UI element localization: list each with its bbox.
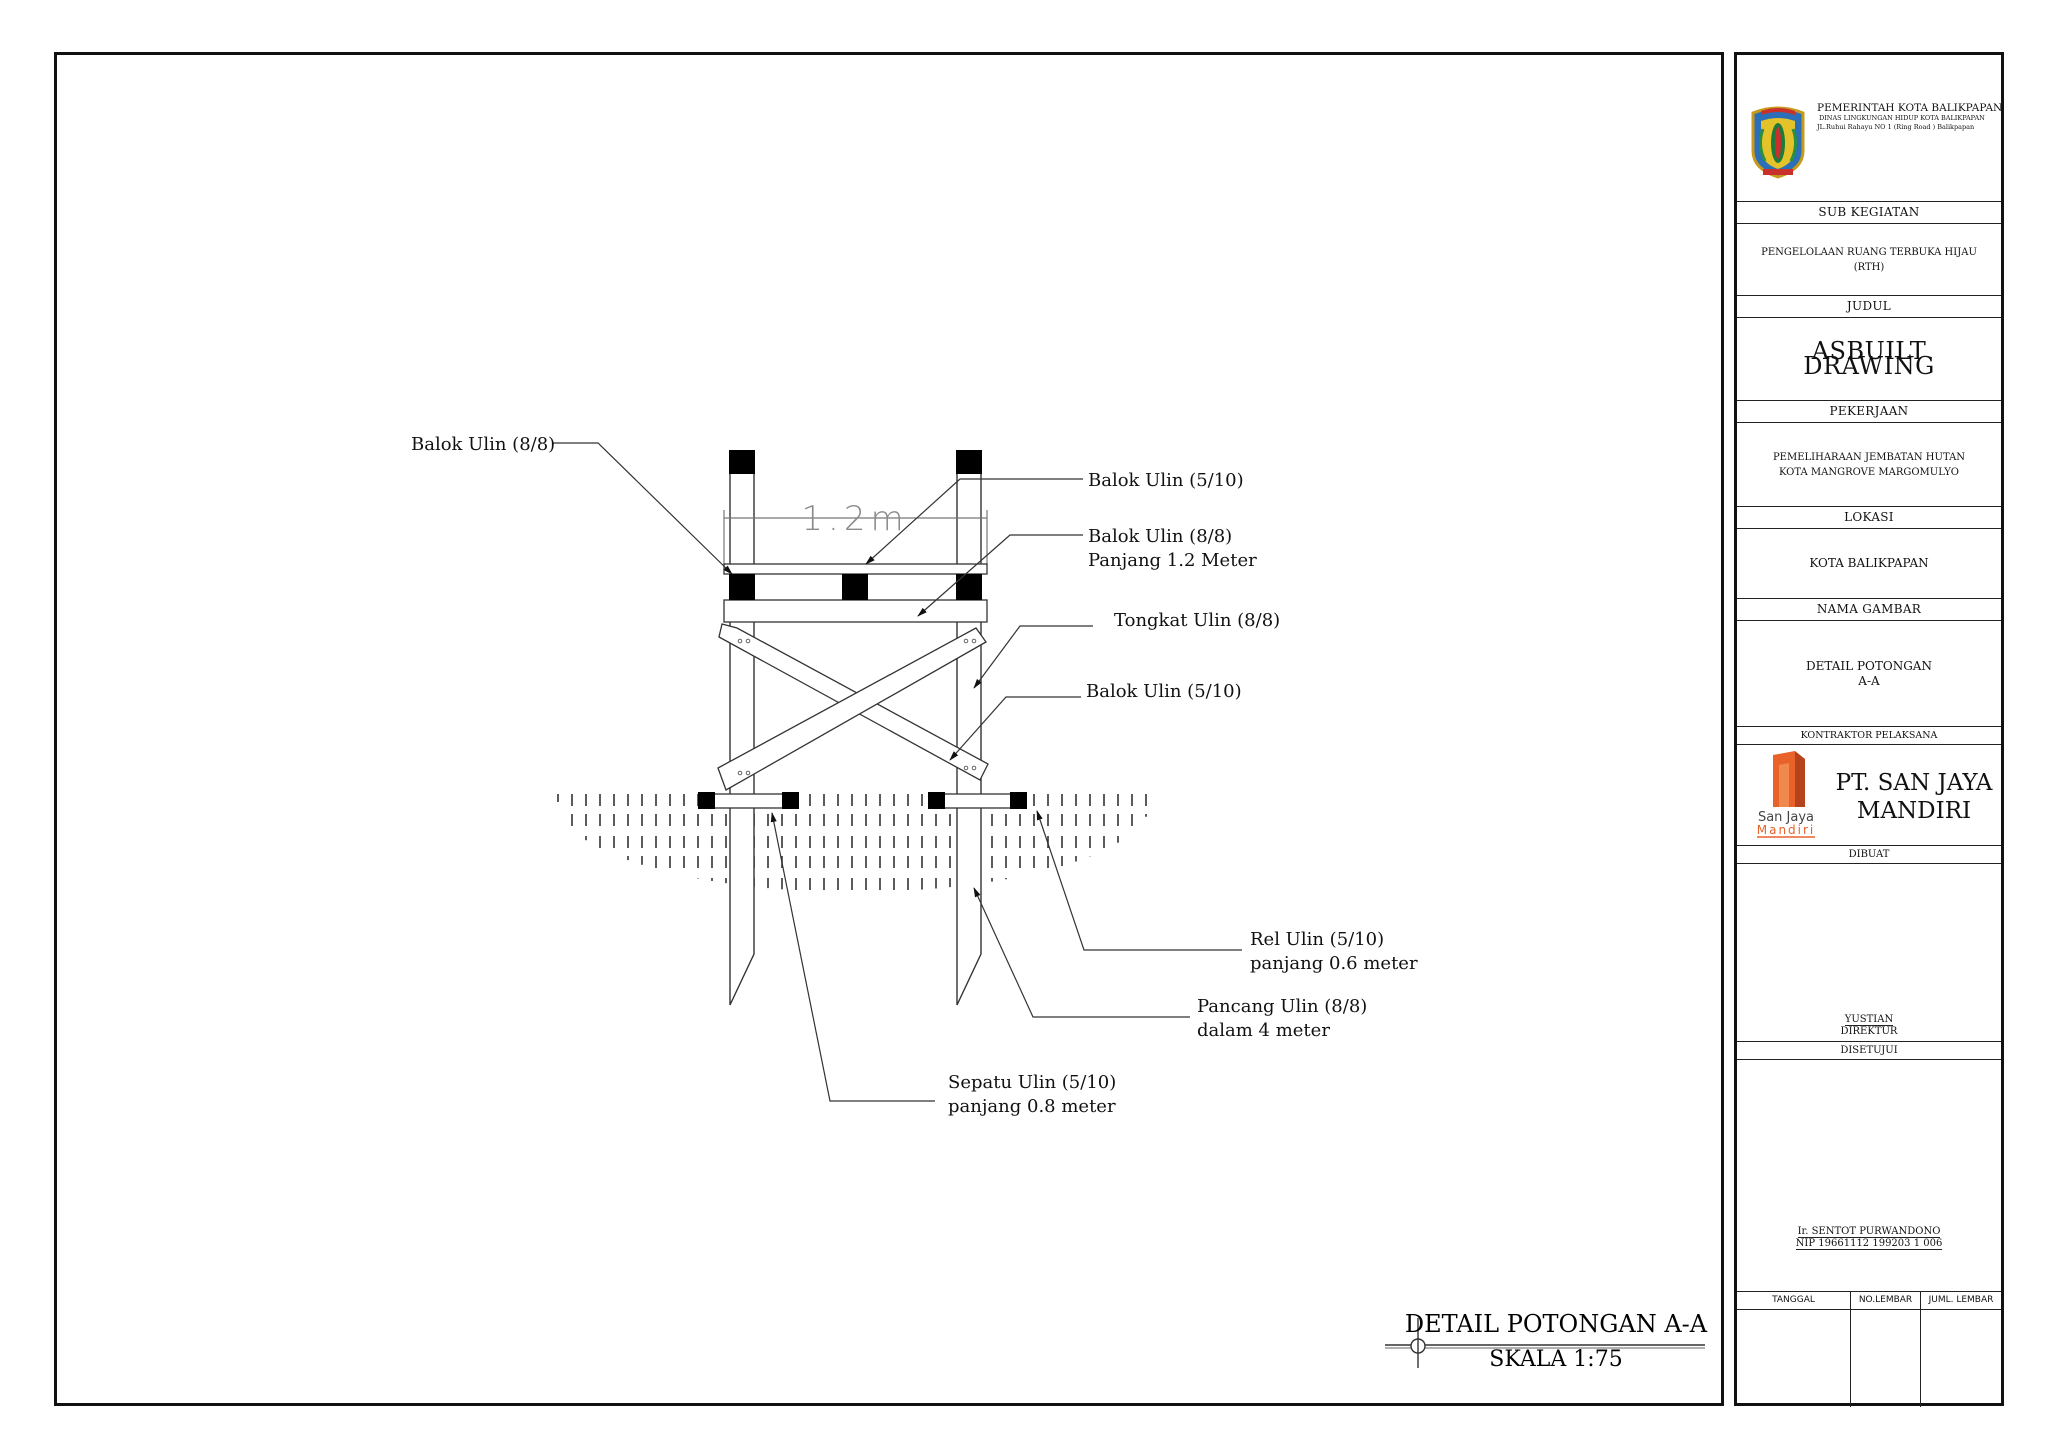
dibuat-label: DIBUAT: [1737, 845, 2001, 863]
dimension-text: 1.2m: [801, 499, 908, 539]
cross-brace-2: [717, 627, 987, 791]
label-balok-ulin-88-panjang: Balok Ulin (8/8): [1088, 526, 1232, 547]
view-title-mark: [1385, 1318, 1705, 1368]
nama-gambar-value: DETAIL POTONGAN A-A: [1737, 620, 2001, 726]
agency-line2: DINAS LINGKUNGAN HIDUP KOTA BALIKPAPAN: [1819, 114, 1985, 122]
disetujui-signer: Ir. SENTOT PURWANDONO NIP 19661112 19920…: [1737, 1226, 2001, 1250]
label-sepatu-ulin-2: panjang 0.8 meter: [948, 1096, 1116, 1117]
sub-kegiatan-value: PENGELOLAAN RUANG TERBUKA HIJAU (RTH): [1737, 223, 2001, 295]
label-rel-ulin: Rel Ulin (5/10): [1250, 929, 1384, 950]
sheet-info-values: [1737, 1309, 2001, 1407]
dibuat-signer: YUSTIAN DIREKTUR: [1737, 1014, 2001, 1037]
label-pancang-ulin-2: dalam 4 meter: [1197, 1020, 1330, 1041]
kontraktor-label: KONTRAKTOR PELAKSANA: [1737, 726, 2001, 744]
post-cap-right: [956, 450, 982, 474]
sub-kegiatan-text: PENGELOLAAN RUANG TERBUKA HIJAU (RTH): [1761, 246, 1977, 273]
ground-hatch: [557, 794, 1147, 890]
label-sepatu-ulin: Sepatu Ulin (5/10): [948, 1072, 1116, 1093]
view-scale: SKALA 1:75: [1489, 1347, 1622, 1372]
label-rel-ulin-2: panjang 0.6 meter: [1250, 953, 1418, 974]
post-cap-left: [729, 450, 755, 474]
logo-text-1: San Jaya: [1758, 810, 1814, 825]
no-lembar-cell: [1851, 1310, 1921, 1407]
left-post: [729, 469, 755, 1006]
leader-lines: [553, 442, 1242, 1102]
agency-line3: JL.Ruhui Rahayu NO 1 (Ring Road ) Balikp…: [1817, 123, 1975, 131]
agency-line1: PEMERINTAH KOTA BALIKPAPAN: [1817, 102, 2003, 114]
label-balok-ulin-88-top: Balok Ulin (8/8): [411, 434, 555, 455]
nama-gambar-label: NAMA GAMBAR: [1737, 598, 2001, 620]
disetujui-name: Ir. SENTOT PURWANDONO: [1797, 1226, 1941, 1238]
joist-right: [956, 574, 982, 600]
pekerjaan-text: PEMELIHARAAN JEMBATAN HUTAN KOTA MANGROV…: [1772, 451, 1966, 478]
judul-text: ASBUILT DRAWING: [1803, 337, 1935, 380]
disetujui-nip: NIP 19661112 199203 1 006: [1795, 1238, 1943, 1250]
contractor-logo-icon: San Jaya Mandiri: [1757, 751, 1816, 838]
company-line2: MANDIRI: [1856, 798, 1972, 824]
view-title: DETAIL POTONGAN A-A: [1405, 1310, 1708, 1338]
lokasi-label: LOKASI: [1737, 506, 2001, 528]
label-pancang-ulin: Pancang Ulin (8/8): [1197, 996, 1367, 1017]
title-block: PEMERINTAH KOTA BALIKPAPAN DINAS LINGKUN…: [1734, 52, 2004, 1407]
rel-block-4: [1010, 792, 1027, 809]
label-balok-ulin-510-top: Balok Ulin (5/10): [1088, 470, 1244, 491]
label-balok-ulin-510-mid: Balok Ulin (5/10): [1086, 681, 1242, 702]
joist-center: [842, 574, 868, 600]
nama-gambar-text-1: DETAIL POTONGAN: [1806, 658, 1932, 673]
lokasi-text: KOTA BALIKPAPAN: [1809, 556, 1929, 570]
label-balok-ulin-88-panjang-2: Panjang 1.2 Meter: [1088, 550, 1257, 571]
agency-header: PEMERINTAH KOTA BALIKPAPAN DINAS LINGKUN…: [1737, 55, 2003, 201]
dibuat-role: DIREKTUR: [1840, 1026, 1898, 1037]
nama-gambar-text-2: A-A: [1858, 673, 1880, 688]
joist-left: [729, 574, 755, 600]
dibuat-value: YUSTIAN DIREKTUR: [1737, 863, 2001, 1041]
pekerjaan-value: PEMELIHARAAN JEMBATAN HUTAN KOTA MANGROV…: [1737, 422, 2001, 506]
deck-beam-1-2m: [723, 599, 988, 623]
company-name: PT. SAN JAYA MANDIRI: [1829, 769, 1999, 825]
jumlah-lembar-cell: [1921, 1310, 2001, 1407]
lokasi-value: KOTA BALIKPAPAN: [1737, 528, 2001, 598]
sub-kegiatan-label: SUB KEGIATAN: [1737, 201, 2001, 223]
drawing-frame: [54, 52, 1724, 1406]
no-lembar-label: NO.LEMBAR: [1851, 1292, 1921, 1310]
rel-block-2: [782, 792, 799, 809]
tanggal-cell: [1737, 1310, 1851, 1407]
sheet-info-header: TANGGAL NO.LEMBAR JUML. LEMBAR: [1737, 1291, 2001, 1310]
pekerjaan-label: PEKERJAAN: [1737, 400, 2001, 422]
logo-text-2: Mandiri: [1757, 823, 1816, 837]
disetujui-value: Ir. SENTOT PURWANDONO NIP 19661112 19920…: [1737, 1059, 2001, 1291]
dibuat-name: YUSTIAN: [1844, 1014, 1894, 1026]
kontraktor-value: San Jaya Mandiri PT. SAN JAYA MANDIRI: [1737, 744, 2001, 845]
label-tongkat-ulin: Tongkat Ulin (8/8): [1114, 610, 1280, 631]
rel-block-3: [928, 792, 945, 809]
disetujui-label: DISETUJUI: [1737, 1041, 2001, 1059]
top-rail-beam: [723, 563, 988, 575]
company-line1: PT. SAN JAYA: [1835, 770, 1993, 796]
city-emblem-icon: [1751, 106, 1805, 179]
bolt-holes: [737, 638, 977, 776]
judul-value: ASBUILT DRAWING: [1737, 317, 2001, 400]
right-post: [956, 469, 982, 1006]
judul-label: JUDUL: [1737, 295, 2001, 317]
tanggal-label: TANGGAL: [1737, 1292, 1851, 1310]
agency-text: PEMERINTAH KOTA BALIKPAPAN DINAS LINGKUN…: [1817, 102, 2003, 132]
jumlah-lembar-label: JUML. LEMBAR: [1928, 1295, 1994, 1305]
rel-block-1: [698, 792, 715, 809]
